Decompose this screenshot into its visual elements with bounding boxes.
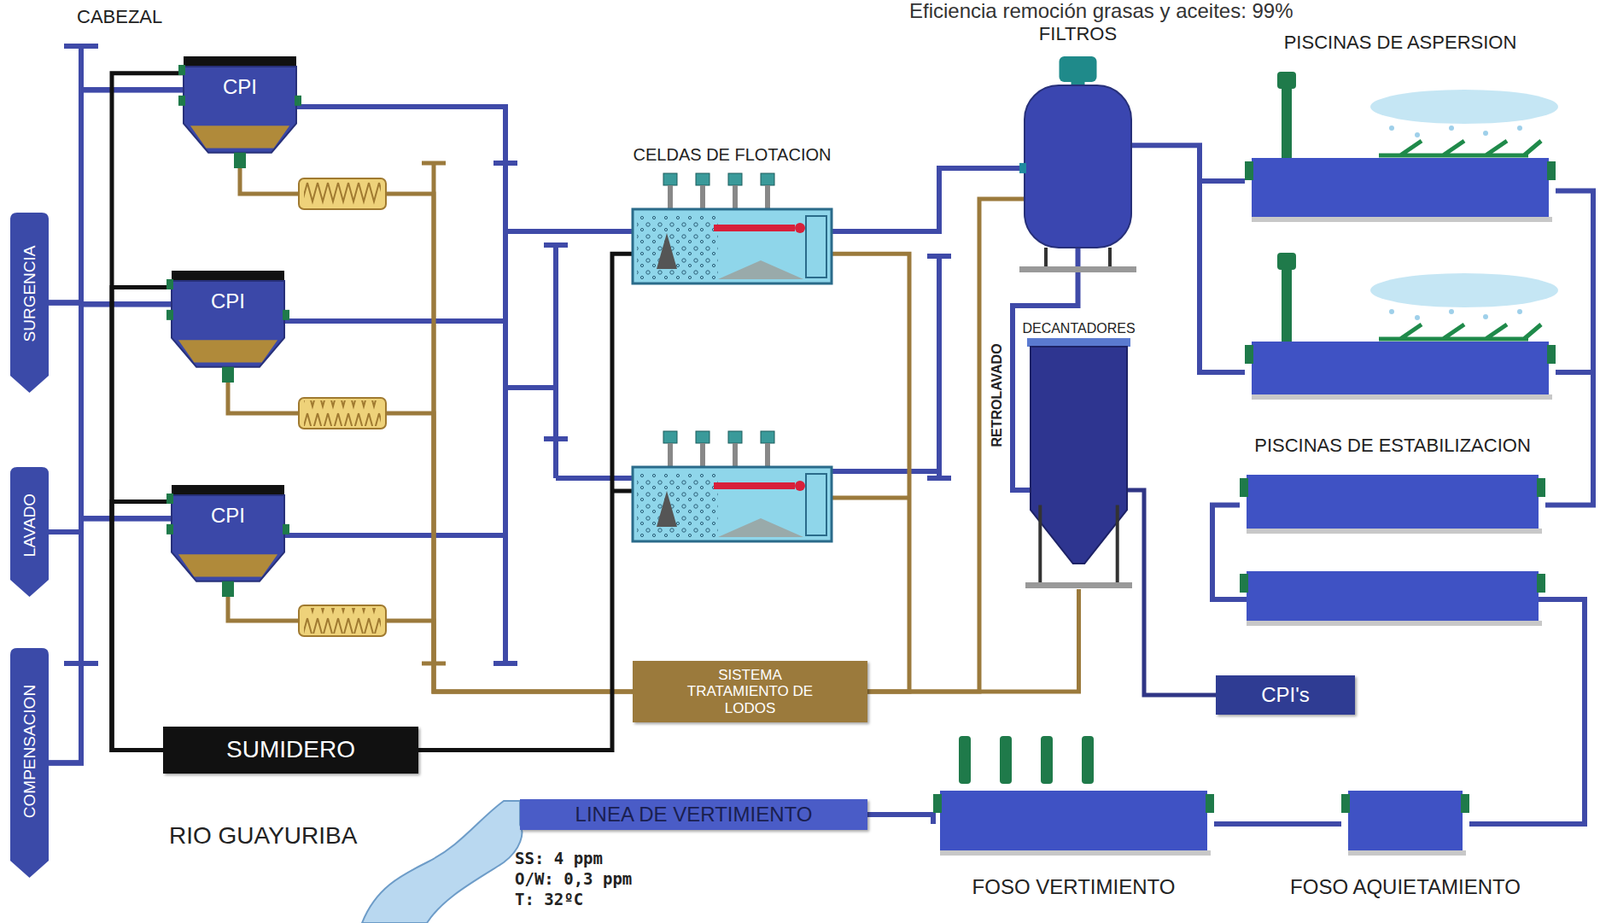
tank-shape <box>1244 157 1556 224</box>
tank-node: PISCINAS DE ESTABILIZACION <box>1239 474 1546 536</box>
pipe-connector <box>111 73 184 751</box>
pipe-connector <box>1131 145 1245 182</box>
cpi-node: CPI <box>171 484 285 597</box>
pipe-connector <box>867 814 934 824</box>
pipe-connector <box>867 198 1025 692</box>
cpi-shape <box>171 484 285 597</box>
tank-shape <box>1239 474 1546 536</box>
node-label: CPI <box>183 75 297 100</box>
pipe-connector <box>111 287 172 751</box>
tank-shape <box>933 790 1215 858</box>
pipe-connector <box>227 596 633 692</box>
box-node: LINEA DE VERTIMIENTO <box>519 799 868 830</box>
node-heading: CELDAS DE FLOTACION <box>633 145 832 164</box>
node-label: SURGENCIA <box>20 245 40 342</box>
pipe-connector <box>831 253 910 692</box>
filter-node: FILTROS <box>1024 85 1132 248</box>
pipe-connector <box>48 89 184 763</box>
cell-node: CELDAS DE FLOTACION <box>632 209 832 284</box>
node-label: SISTEMA TRATAMIENTO DE LODOS <box>666 666 834 718</box>
node-label: LINEA DE VERTIMIENTO <box>575 802 813 827</box>
filter-shape <box>1024 85 1132 248</box>
cell-shape <box>632 170 832 284</box>
node-heading: FOSO AQUIETAMIENTO <box>1290 875 1521 899</box>
cpi-node: CPI <box>183 56 297 169</box>
node-heading: FOSO VERTIMIENTO <box>972 875 1176 899</box>
pipe-connector <box>1214 821 1342 827</box>
pipe-connector <box>296 106 633 232</box>
band-node: COMPENSACION <box>10 648 49 878</box>
node-label: SUMIDERO <box>226 735 356 764</box>
box-node: CPI's <box>1215 675 1355 715</box>
cpi-node: CPI <box>171 270 285 383</box>
plant-label: Eficiencia remoción grasas y aceites: 99… <box>909 0 1294 22</box>
tank-node: PISCINAS DE ASPERSION <box>1244 157 1556 224</box>
pipe-connector <box>227 382 633 692</box>
node-heading: PISCINAS DE ESTABILIZACION <box>1254 435 1531 456</box>
node-label: COMPENSACION <box>20 684 40 818</box>
box-node: SUMIDERO <box>163 726 419 774</box>
pipe-connector <box>1212 505 1585 825</box>
tank-shape <box>1341 790 1470 858</box>
pipe-connector <box>418 253 633 750</box>
node-heading: DECANTADORES <box>1021 321 1135 337</box>
band-node: LAVADO <box>10 467 49 597</box>
pipe-connector <box>111 502 172 751</box>
plant-label: SS: 4 ppm <box>514 850 603 868</box>
cpi-shape <box>183 56 297 169</box>
plant-label: T: 32ºC <box>514 891 584 909</box>
pipe-connector <box>1545 191 1594 506</box>
pipe-connector <box>1127 490 1216 695</box>
pipe-connector <box>867 589 1080 692</box>
plant-label: O/W: 0,3 ppm <box>514 870 632 888</box>
node-heading: FILTROS <box>1039 23 1117 45</box>
node-label: LAVADO <box>20 493 40 557</box>
node-heading: PISCINAS DE ASPERSION <box>1284 32 1518 53</box>
decant-node: DECANTADORES <box>1030 341 1128 590</box>
pipe-connector <box>48 89 184 532</box>
plant-label: RIO GUAYURIBA <box>169 823 357 848</box>
band-node: SURGENCIA <box>10 212 49 393</box>
node-label: CPI's <box>1261 683 1310 707</box>
decant-shape <box>1030 341 1128 590</box>
tank-node: FOSO AQUIETAMIENTO <box>1341 790 1470 858</box>
pipe-connector <box>284 231 633 322</box>
plant-label: RETROLAVADO <box>990 341 1005 449</box>
pipe-connector <box>284 231 633 536</box>
node-label: CPI <box>171 289 285 314</box>
tank-node: FOSO VERTIMIENTO <box>933 790 1215 858</box>
box-node: SISTEMA TRATAMIENTO DE LODOS <box>632 660 868 723</box>
plant-label: CABEZAL <box>76 6 163 27</box>
pipe-connector <box>239 168 633 692</box>
pipe-connector <box>48 89 184 303</box>
node-label: CPI <box>171 503 285 528</box>
cpi-shape <box>171 270 285 383</box>
